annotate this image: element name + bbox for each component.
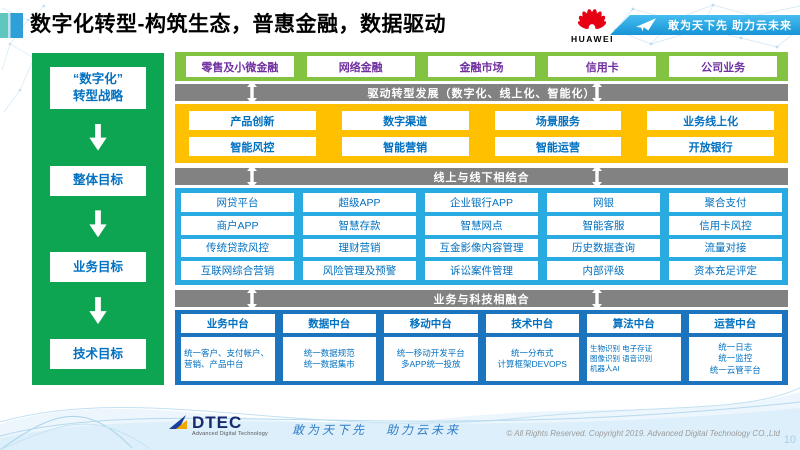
- platform-band: 业务中台 统一客户、支付帐户、营销、产品中台 数据中台 统一数据规范 统一数据集…: [175, 310, 788, 385]
- main-diagram: 零售及小微金融 网络金融 金融市场 信用卡 公司业务 驱动转型发展（数字化、线上…: [175, 52, 788, 385]
- business-line-cell: 网络金融: [306, 56, 415, 77]
- business-line-cell: 金融市场: [427, 56, 536, 77]
- platform-detail: 统一客户、支付帐户、营销、产品中台: [181, 337, 275, 381]
- adtec-subtext: Advanced Digital Technology: [192, 431, 268, 437]
- adtec-logo: DTEC Advanced Digital Technology: [168, 414, 268, 437]
- strategy-item-tech-goal: 技术目标: [50, 339, 146, 369]
- strategy-item-business-goal: 业务目标: [50, 252, 146, 283]
- platform-title: 数据中台: [282, 314, 376, 333]
- page-title: 数字化转型-构筑生态，普惠金融，数据驱动: [30, 13, 446, 36]
- banner-tech-fusion-text: 业务与科技相融合: [433, 293, 530, 306]
- page-number: 10: [783, 434, 796, 446]
- platform-column-tech: 技术中台 统一分布式 计算框架DEVOPS: [485, 314, 579, 381]
- matrix-cell: 风险管理及预警: [303, 261, 416, 280]
- down-arrow-icon: [89, 297, 107, 325]
- matrix-cell: 历史数据查询: [547, 238, 660, 258]
- strategy-panel: “数字化” 转型战略 整体目标 业务目标 技术目标: [32, 53, 164, 385]
- capability-cell: 场景服务: [494, 111, 622, 130]
- banner-drive-transform: 驱动转型发展（数字化、线上化、智能化）: [175, 81, 788, 104]
- platform-detail: 统一日志 统一监控 统一云管平台: [688, 337, 782, 381]
- capability-cell: 智能风控: [189, 137, 316, 156]
- updown-arrow-icon: [592, 287, 602, 310]
- platform-title: 移动中台: [384, 314, 478, 333]
- updown-arrow-icon: [247, 165, 257, 188]
- matrix-cell: 互联网综合营销: [181, 261, 294, 280]
- platform-detail: 统一数据规范 统一数据集市: [282, 337, 376, 381]
- banner-online-offline: 线上与线下相结合: [175, 165, 788, 188]
- platform-column-operation: 运营中台 统一日志 统一监控 统一云管平台: [688, 314, 782, 381]
- matrix-cell: 智能客服: [547, 215, 660, 235]
- title-accent-bar: [0, 13, 23, 38]
- matrix-cell: 商户APP: [181, 215, 294, 235]
- updown-arrow-icon: [247, 81, 257, 104]
- business-line-cell: 信用卡: [548, 56, 657, 77]
- adtec-arrow-icon: [169, 415, 187, 429]
- transform-capabilities-band: 产品创新 数字渠道 场景服务 业务线上化 智能风控 智能营销 智能运营 开放银行: [175, 104, 788, 163]
- capability-cell: 产品创新: [189, 111, 316, 130]
- matrix-cell: 超级APP: [303, 193, 416, 212]
- updown-arrow-icon: [247, 287, 257, 310]
- platform-title: 技术中台: [485, 314, 579, 333]
- down-arrow-icon: [89, 123, 107, 151]
- matrix-cell: 网银: [547, 193, 660, 212]
- platform-column-business: 业务中台 统一客户、支付帐户、营销、产品中台: [181, 314, 275, 381]
- platform-column-data: 数据中台 统一数据规范 统一数据集市: [282, 314, 376, 381]
- copyright-text: © All Rights Reserved. Copyright 2019. A…: [506, 429, 780, 438]
- adtec-wordmark: DTEC: [192, 413, 243, 432]
- business-lines-band: 零售及小微金融 网络金融 金融市场 信用卡 公司业务: [175, 52, 788, 81]
- capability-cell: 开放银行: [647, 137, 774, 156]
- header-slogan-text: 敢为天下先 助力云未来: [668, 20, 793, 32]
- matrix-cell: 聚合支付: [669, 193, 782, 212]
- banner-online-offline-text: 线上与线下相结合: [433, 171, 530, 184]
- platform-title: 算法中台: [587, 314, 681, 333]
- matrix-cell: 互金影像内容管理: [425, 238, 538, 258]
- banner-tech-fusion: 业务与科技相融合: [175, 287, 788, 310]
- updown-arrow-icon: [592, 165, 602, 188]
- banner-drive-text: 驱动转型发展（数字化、线上化、智能化）: [367, 87, 596, 100]
- huawei-logo: HUAWEI: [571, 3, 613, 44]
- capability-cell: 智能营销: [341, 137, 469, 156]
- business-line-cell: 零售及小微金融: [186, 56, 294, 77]
- platform-detail: 统一移动开发平台 多APP统一投放: [384, 337, 478, 381]
- channel-matrix-band: 网贷平台 超级APP 企业银行APP 网银 聚合支付 商户APP 智慧存款 智慧…: [175, 188, 788, 285]
- platform-detail: 统一分布式 计算框架DEVOPS: [485, 337, 579, 381]
- matrix-cell: 诉讼案件管理: [425, 261, 538, 280]
- matrix-cell: 传统贷款风控: [181, 238, 294, 258]
- paper-plane-icon: [636, 17, 656, 31]
- capability-cell: 业务线上化: [647, 111, 774, 130]
- matrix-cell: 网贷平台: [181, 193, 294, 212]
- platform-column-mobile: 移动中台 统一移动开发平台 多APP统一投放: [384, 314, 478, 381]
- huawei-flower-icon: [577, 9, 607, 29]
- platform-title: 运营中台: [688, 314, 782, 333]
- business-line-cell: 公司业务: [669, 56, 777, 77]
- matrix-cell: 信用卡风控: [669, 215, 782, 235]
- updown-arrow-icon: [592, 81, 602, 104]
- huawei-wordmark: HUAWEI: [571, 34, 614, 44]
- strategy-item-overall-goal: 整体目标: [50, 165, 146, 196]
- matrix-cell: 智慧存款: [303, 215, 416, 235]
- capability-cell: 数字渠道: [341, 111, 469, 130]
- matrix-cell: 内部评级: [547, 261, 660, 280]
- platform-title: 业务中台: [181, 314, 275, 333]
- capability-cell: 智能运营: [494, 137, 622, 156]
- footer-slogan: 敢为天下先 助力云未来: [292, 423, 462, 437]
- matrix-cell: 流量对接: [669, 238, 782, 258]
- down-arrow-icon: [89, 210, 107, 238]
- platform-detail: 生物识别 电子存证 图像识别 语音识别 机器人AI: [587, 337, 681, 381]
- header-slogan-banner: 敢为天下先 助力云未来: [610, 15, 800, 35]
- matrix-cell: 智慧网点: [425, 215, 538, 235]
- matrix-cell: 资本充足评定: [669, 261, 782, 280]
- matrix-cell: 企业银行APP: [425, 193, 538, 212]
- strategy-item-digital-strategy: “数字化” 转型战略: [50, 67, 146, 109]
- platform-column-algorithm: 算法中台 生物识别 电子存证 图像识别 语音识别 机器人AI: [587, 314, 681, 381]
- matrix-cell: 理财营销: [303, 238, 416, 258]
